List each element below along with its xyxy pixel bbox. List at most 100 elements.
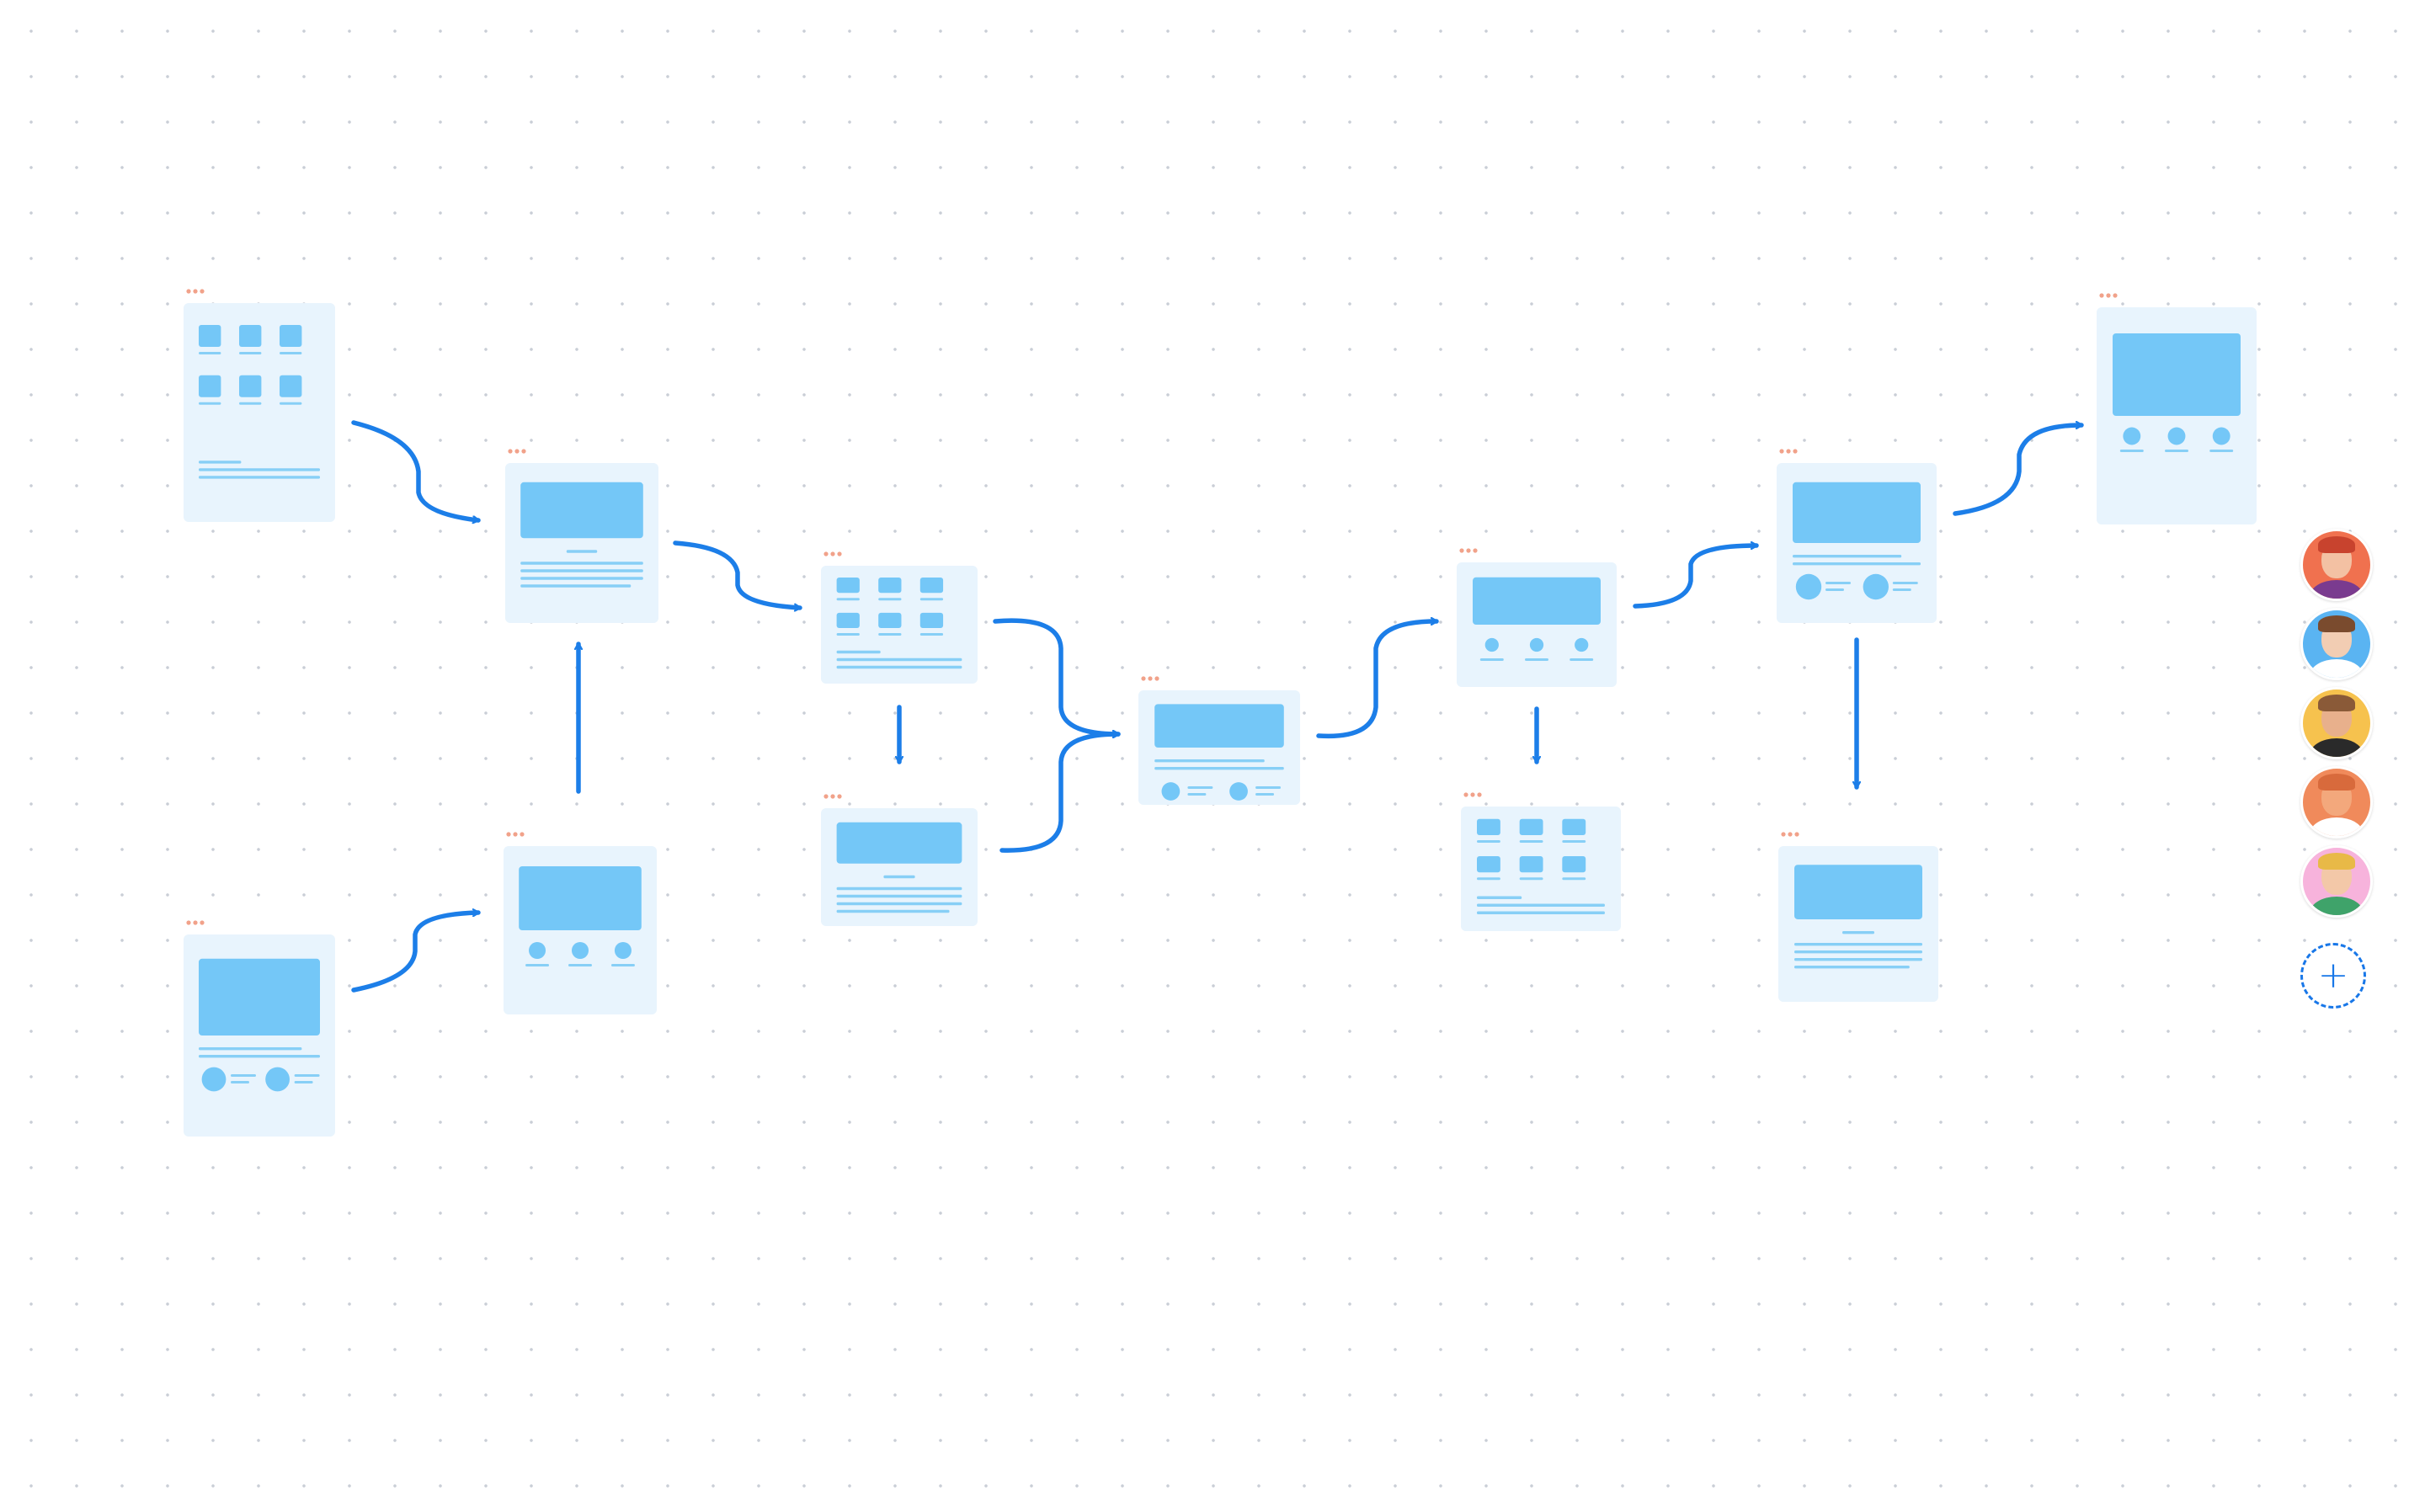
- plus-icon: +: [2317, 954, 2349, 997]
- hero-image-block: [2113, 333, 2241, 416]
- wireframe-screen-1[interactable]: [184, 289, 335, 522]
- wireframe-screen-2[interactable]: [184, 920, 335, 1137]
- caption-line: [1892, 588, 1911, 591]
- icon-circle: [2167, 427, 2186, 445]
- caption-line: [1562, 840, 1586, 844]
- window-dot: [1141, 676, 1146, 681]
- collaborator-avatar-1[interactable]: [2300, 529, 2373, 601]
- caption-line: [1825, 588, 1844, 591]
- window-dot: [830, 794, 835, 799]
- icon-circle: [1863, 573, 1889, 600]
- window-dot: [1466, 548, 1471, 553]
- collaborator-avatar-5[interactable]: [2300, 845, 2373, 918]
- window-dot: [520, 832, 525, 837]
- text-line: [1793, 562, 1921, 566]
- wireframe-screen-9[interactable]: [1461, 792, 1621, 931]
- text-line: [836, 909, 950, 913]
- flow-connector-arrow: [1953, 425, 2084, 516]
- caption-line: [878, 633, 902, 636]
- icon-circle: [529, 941, 546, 960]
- window-dot: [193, 920, 198, 925]
- collaborator-list: +: [2300, 529, 2373, 1009]
- text-line: [836, 650, 881, 654]
- caption-line: [2119, 450, 2144, 452]
- caption-line: [1519, 877, 1543, 881]
- caption-line: [231, 1081, 249, 1083]
- thumbnail-block: [1477, 856, 1500, 873]
- window-dot: [506, 832, 511, 837]
- caption-line: [239, 352, 262, 354]
- text-line: [1154, 767, 1284, 770]
- text-line: [199, 461, 242, 464]
- caption-line: [1519, 840, 1543, 844]
- flow-connector-arrow: [1633, 546, 1759, 609]
- window-dot: [1779, 449, 1784, 454]
- hero-image-block: [199, 958, 320, 1036]
- window-dot: [1148, 676, 1153, 681]
- thumbnail-block: [919, 578, 944, 594]
- avatar-body: [2310, 817, 2364, 836]
- flow-connector-arrow: [993, 618, 1121, 734]
- wireframe-screen-8[interactable]: [1457, 548, 1617, 687]
- flow-connector-arrow: [673, 540, 802, 608]
- text-line: [1154, 759, 1265, 763]
- window-dot: [2099, 293, 2104, 298]
- text-line: [520, 577, 643, 580]
- avatar-hair: [2318, 853, 2355, 870]
- icon-circle: [1575, 637, 1589, 652]
- hero-image-block: [1794, 865, 1922, 919]
- avatar-hair: [2318, 536, 2355, 553]
- hero-image-block: [520, 482, 643, 539]
- text-line: [566, 550, 598, 553]
- text-line: [883, 875, 915, 879]
- caption-line: [1892, 582, 1918, 584]
- caption-line: [878, 598, 902, 601]
- caption-line: [1187, 793, 1207, 796]
- window-dot: [823, 794, 829, 799]
- wireframe-screen-11[interactable]: [1778, 832, 1938, 1002]
- wireframe-screen-4[interactable]: [504, 832, 657, 1014]
- text-line: [836, 894, 962, 898]
- wireframe-screen-10[interactable]: [1777, 449, 1937, 623]
- window-dot: [823, 551, 829, 556]
- window-dot: [1473, 548, 1478, 553]
- thumbnail-block: [878, 612, 902, 629]
- wireframe-screen-6[interactable]: [821, 794, 978, 926]
- wireframe-screen-12[interactable]: [2097, 293, 2257, 524]
- window-dot: [200, 289, 205, 294]
- avatar-hair: [2318, 695, 2355, 711]
- wireframe-screen-7[interactable]: [1138, 676, 1300, 805]
- caption-line: [2209, 450, 2234, 452]
- avatar-body: [2310, 659, 2364, 678]
- caption-line: [1255, 793, 1275, 796]
- wireframe-screen-3[interactable]: [505, 449, 658, 623]
- frame-background: [184, 303, 335, 522]
- thumbnail-block: [239, 325, 262, 347]
- icon-circle: [2212, 427, 2230, 445]
- collaborator-avatar-2[interactable]: [2300, 608, 2373, 680]
- caption-line: [294, 1074, 320, 1077]
- window-dot: [1463, 792, 1468, 797]
- thumbnail-block: [280, 375, 302, 397]
- avatar-hair: [2318, 615, 2355, 632]
- window-dot: [1793, 449, 1798, 454]
- caption-line: [2165, 450, 2188, 452]
- caption-line: [199, 352, 221, 354]
- caption-line: [1255, 786, 1282, 789]
- caption-line: [294, 1081, 313, 1083]
- caption-line: [199, 402, 221, 405]
- text-line: [836, 658, 962, 662]
- caption-line: [568, 964, 592, 966]
- text-line: [836, 886, 962, 891]
- wireframe-screen-5[interactable]: [821, 551, 978, 684]
- collaborator-avatar-4[interactable]: [2300, 766, 2373, 839]
- text-line: [1842, 930, 1874, 934]
- collaborator-avatar-3[interactable]: [2300, 687, 2373, 759]
- add-collaborator-button[interactable]: +: [2300, 943, 2366, 1009]
- icon-circle: [265, 1067, 290, 1092]
- flow-connector-arrow: [351, 913, 481, 993]
- window-dot: [1459, 548, 1464, 553]
- caption-line: [231, 1074, 256, 1077]
- window-dot: [1794, 832, 1799, 837]
